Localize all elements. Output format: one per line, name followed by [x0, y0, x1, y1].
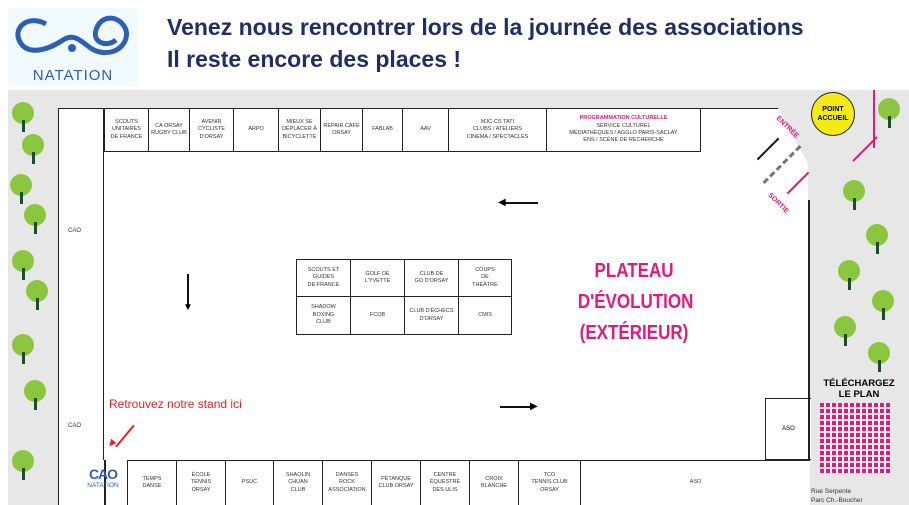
stand-top: REPAIR CAFÉ ORSAY	[320, 108, 363, 152]
stand-bottom: TCO TENNIS CLUB ORSAY	[518, 460, 581, 505]
tree-icon	[12, 250, 34, 280]
stand-hint: Retrouvez notre stand ici	[109, 397, 242, 411]
stand-bottom: PSUC	[225, 460, 274, 505]
path-line	[852, 136, 878, 162]
stand-bottom: ÉCOLE TENNIS ORSAY	[176, 460, 226, 505]
stand-culture: PROGRAMMATION CULTURELLE SERVICE CULTURE…	[546, 108, 701, 152]
address: Rue Serpente Parc Ch.-Boucher	[811, 488, 863, 505]
tree-icon	[838, 260, 860, 290]
stand-bottom: DANSES ROCK ASSOCIATION	[322, 460, 372, 505]
stand-aso-right: ASO	[765, 398, 811, 460]
arrow-right-icon	[500, 406, 534, 408]
tree-icon	[12, 334, 34, 364]
path-line	[873, 90, 875, 148]
stand-top: AVENIR CYCLISTE D'ORSAY	[189, 108, 234, 152]
culture-lines: SERVICE CULTUREL MÉDIATHÈQUES / AGGLO PA…	[569, 122, 678, 144]
tree-icon	[26, 280, 48, 310]
header-line-2: Il reste encore des places !	[167, 46, 462, 72]
point-accueil: POINT ACCUEIL	[811, 92, 855, 136]
tree-icon	[868, 342, 890, 372]
tree-icon	[24, 204, 46, 234]
stand-top: ARPO	[233, 108, 279, 152]
divider	[104, 460, 106, 505]
stand-center: SCOUTS ET GUIDES DE FRANCE	[296, 259, 351, 297]
arrow-left-icon: ◀	[498, 197, 506, 208]
tree-icon	[24, 380, 46, 410]
tree-icon	[872, 290, 894, 320]
stand-top: AAV	[402, 108, 449, 152]
stand-top: CA ORSAY RUGBY CLUB	[148, 108, 190, 152]
cao-zone	[58, 108, 104, 460]
arrow-down-icon: ▼	[183, 302, 193, 313]
header-line-1: Venez nous rencontrer lors de la journée…	[167, 14, 804, 40]
cao-label: CAO	[68, 423, 82, 429]
tree-icon	[12, 450, 34, 480]
stand-bottom: PÉTANQUE CLUB ORSAY	[371, 460, 421, 505]
plan-border	[808, 200, 810, 505]
stand-center: COUPS DE THÉÂTRE	[458, 259, 512, 297]
cao-stand-logo: CAO NATATION	[78, 466, 128, 489]
bottom-logo-text: CAO	[88, 466, 118, 482]
tree-icon	[834, 316, 856, 346]
cao-natation-logo: NATATION	[8, 8, 138, 86]
stand-bottom: TEMPS DANSE	[127, 460, 177, 505]
arrow-left-icon	[504, 202, 538, 204]
stand-center: GOLF DE L'YVETTE	[350, 259, 405, 297]
stand-top: MIEUX SE DÉPLACER À BICYCLETTE	[278, 108, 321, 152]
tree-icon	[866, 224, 888, 254]
tree-icon	[12, 102, 34, 132]
stand-aso-bottom: ASO	[580, 460, 810, 505]
tree-icon	[10, 174, 32, 204]
stand-center: CLUB DE GO D'ORSAY	[404, 259, 459, 297]
stand-center: SHADOW BOXING CLUB	[296, 296, 351, 335]
plateau-label: PLATEAU D'ÉVOLUTION (EXTÉRIEUR)	[577, 260, 694, 344]
stand-bottom: SHAOLIN CHUAN CLUB	[273, 460, 323, 505]
stand-top: MJC-CS TATI CLUBS / ATELIERS CINEMA / SP…	[448, 108, 547, 152]
qr-code[interactable]	[820, 403, 890, 473]
logo-subtitle: NATATION	[32, 67, 114, 84]
stand-center: CMIS	[458, 296, 512, 335]
culture-title: PROGRAMMATION CULTURELLE	[579, 115, 668, 122]
stand-bottom: CROIX BLANCHE	[469, 460, 519, 505]
stand-bottom: CENTRE ÉQUESTRE DES ULIS	[420, 460, 470, 505]
arrow-right-icon: ▶	[530, 401, 538, 412]
stand-center: CLUB D'ÉCHECS D'ORSAY	[404, 296, 459, 335]
event-map: CAO CAO SCOUTS UNITAIRES DE FRANCE CA OR…	[8, 90, 909, 505]
tree-icon	[22, 134, 44, 164]
bottom-logo-subtitle: NATATION	[87, 482, 119, 489]
tree-icon	[878, 98, 900, 128]
cao-label: CAO	[68, 228, 82, 234]
arrow-down-icon	[187, 274, 189, 308]
swimmer-wave-icon	[15, 15, 129, 56]
stand-top: SCOUTS UNITAIRES DE FRANCE	[104, 108, 149, 152]
stand-top: FABLAB	[362, 108, 403, 152]
tree-icon	[843, 180, 865, 210]
download-plan-label: TÉLÉCHARGEZ LE PLAN	[823, 378, 895, 401]
stand-center: FCOB	[350, 296, 405, 335]
